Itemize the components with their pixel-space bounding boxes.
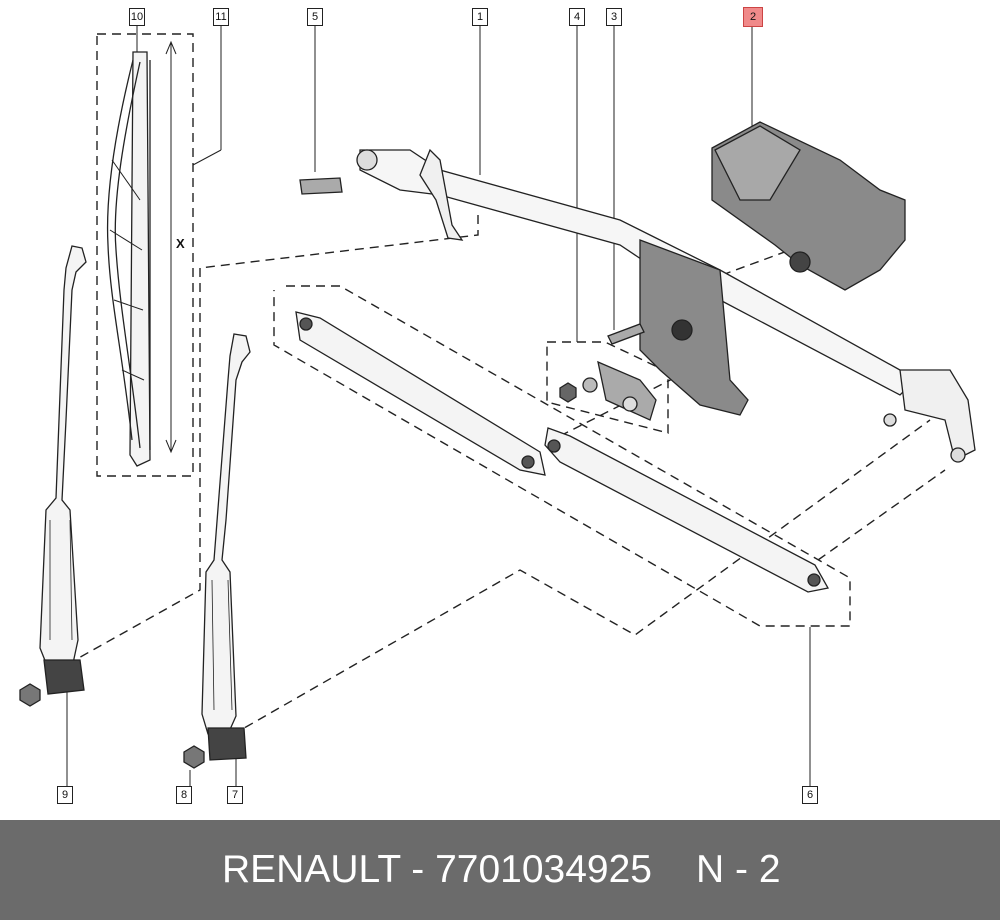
callout-10: 10 — [129, 8, 145, 26]
callout-3: 3 — [606, 8, 622, 26]
wiper-blade — [106, 40, 177, 467]
brand-part-number: RENAULT - 7701034925 — [222, 848, 652, 891]
page-number: N - 2 — [696, 848, 781, 891]
callout-9: 9 — [57, 786, 73, 804]
wiper-arm-right — [183, 333, 251, 769]
callout-8: 8 — [176, 786, 192, 804]
callout-1: 1 — [472, 8, 488, 26]
footer-bar: RENAULT - 7701034925 N - 2 — [0, 820, 1000, 920]
wiper-arm-left — [19, 245, 87, 707]
wiper-linkage-diagram — [19, 26, 976, 786]
callout-7: 7 — [227, 786, 243, 804]
linkage-frame — [299, 148, 976, 463]
wiper-motor — [711, 121, 906, 291]
dashed-guides — [74, 33, 946, 736]
callout-11: 11 — [213, 8, 229, 26]
callout-4: 4 — [569, 8, 585, 26]
connecting-rods — [295, 311, 830, 593]
blade-length-symbol: X — [176, 236, 185, 251]
callout-6: 6 — [802, 786, 818, 804]
callout-5: 5 — [307, 8, 323, 26]
fastener-kit — [559, 323, 657, 421]
callout-2-highlighted: 2 — [743, 7, 763, 27]
